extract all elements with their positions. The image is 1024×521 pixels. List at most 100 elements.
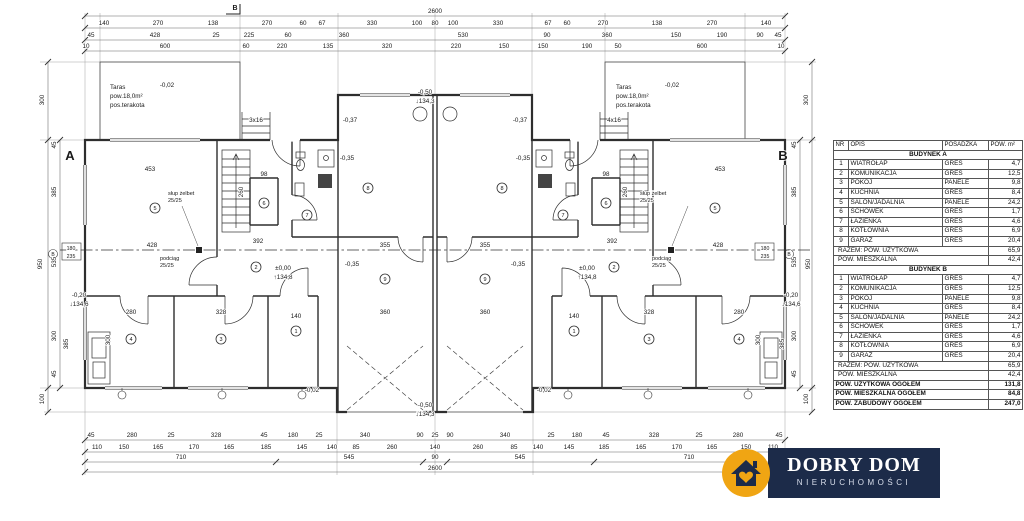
plan-label: 355: [380, 242, 391, 249]
plan-label: pow.18,0m²: [110, 93, 143, 100]
plan-label: 190: [582, 43, 593, 50]
plan-label: -0,37: [343, 117, 358, 124]
table-cell: RAZEM: POW. UŻYTKOWA: [833, 360, 989, 372]
table-cell: 4,6: [988, 331, 1023, 343]
concrete-columns: [196, 247, 674, 253]
plan-label: 360: [339, 32, 350, 39]
plan-label: 950: [805, 258, 812, 269]
plan-label: 140: [291, 313, 302, 320]
plan-label: 453: [715, 166, 726, 173]
room-number-circle: [290, 325, 302, 337]
plan-label: 2600: [428, 465, 443, 472]
plan-label: 140: [533, 444, 544, 451]
room-number-text: 3: [647, 337, 650, 343]
plan-label: -0,37: [513, 117, 528, 124]
plan-label: 328: [649, 432, 660, 439]
table-cell: 4: [833, 187, 849, 199]
table-cell: POKÓJ: [848, 178, 943, 189]
plan-label: 165: [224, 444, 235, 451]
plan-label: ±0,00: [579, 265, 595, 272]
room-number-circle: [379, 273, 391, 285]
table-cell: GRES: [942, 274, 989, 285]
plan-label: 98: [602, 171, 610, 178]
plan-label: ↓134,6: [782, 301, 801, 308]
plan-label: 85: [510, 444, 518, 451]
plan-label: 360: [480, 309, 491, 316]
plan-label: ±0,00: [275, 265, 291, 272]
plan-label: 330: [367, 20, 378, 27]
table-cell: 4,7: [988, 159, 1023, 170]
room-number-circle: [149, 202, 161, 214]
plan-label: 60: [284, 32, 292, 39]
room-number-text: 7: [561, 213, 564, 219]
plan-label: 225: [244, 32, 255, 39]
plan-label: 355: [480, 242, 491, 249]
plan-label: 185: [261, 444, 272, 451]
plan-label: 385: [779, 338, 786, 349]
table-cell: PANELE: [942, 178, 989, 189]
plan-label: -0,02: [665, 82, 680, 89]
room-number-text: 7: [305, 213, 308, 219]
plan-label: -0,02: [537, 387, 552, 394]
plan-label: ↓134,3: [416, 411, 435, 418]
table-cell: 6: [833, 322, 849, 333]
plan-label: 140: [99, 20, 110, 27]
plan-label: 45: [774, 32, 782, 39]
plan-label: 140: [569, 313, 580, 320]
table-cell: PANELE: [942, 197, 989, 209]
plan-label: 280: [127, 432, 138, 439]
plan-label: podciąg: [652, 256, 671, 262]
room-number-text: 4: [129, 337, 132, 343]
plan-label: 280: [733, 432, 744, 439]
wall-openings: [120, 138, 750, 414]
stairs: [221, 112, 649, 233]
agency-logo: DOBRY DOM NIERUCHOMOŚCI: [710, 446, 940, 500]
table-cell: 7: [833, 331, 849, 343]
plan-label: 150: [499, 43, 510, 50]
plan-label: 170: [672, 444, 683, 451]
table-cell: ŁAZIENKA: [848, 331, 943, 343]
plan-label: 90: [416, 432, 424, 439]
table-cell: POW. MIESZKALNA OGÓŁEM: [833, 389, 989, 401]
room-number-text: 2: [254, 265, 257, 271]
table-cell: 24,2: [988, 312, 1023, 324]
table-cell: 247,0: [988, 399, 1023, 410]
table-cell: 9,8: [988, 293, 1023, 305]
plan-label: 185: [599, 444, 610, 451]
plan-label: 90: [431, 454, 439, 461]
table-cell: 2: [833, 168, 849, 180]
table-cell: 6,9: [988, 226, 1023, 237]
logo-text-box: DOBRY DOM NIERUCHOMOŚCI: [768, 448, 940, 498]
plan-label: 328: [216, 309, 227, 316]
plan-label: 85: [352, 444, 360, 451]
table-cell: 1,7: [988, 322, 1023, 333]
plan-label: 235: [67, 254, 76, 260]
dimension-lines: [47, 15, 813, 473]
plan-label: 60: [563, 20, 571, 27]
plan-label: 260: [238, 186, 245, 197]
room-number-text: 6: [262, 201, 265, 207]
plan-label: 180: [572, 432, 583, 439]
room-number-text: 2: [612, 265, 615, 271]
table-cell: GRES: [942, 322, 989, 333]
plan-label: -0,35: [345, 261, 360, 268]
plan-label: 25/25: [652, 263, 666, 269]
plan-label: 600: [697, 43, 708, 50]
table-cell: GRES: [942, 331, 989, 343]
plan-label: 45: [791, 141, 798, 149]
room-number-circle: [125, 333, 137, 345]
extension-lines: [40, 13, 816, 475]
plan-label: 165: [636, 444, 647, 451]
plan-label: 25/25: [640, 198, 654, 204]
plan-label: 4x16: [607, 117, 621, 124]
plan-label: 428: [147, 242, 158, 249]
room-number-circle: [479, 273, 491, 285]
